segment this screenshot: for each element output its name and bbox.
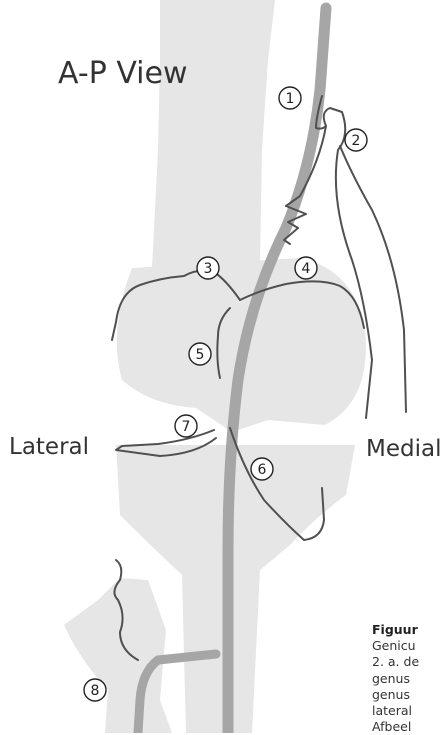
caption-line: genus bbox=[372, 671, 448, 687]
svg-text:1: 1 bbox=[286, 91, 295, 107]
marker-6: 6 bbox=[251, 458, 273, 480]
marker-4: 4 bbox=[295, 257, 317, 279]
svg-text:3: 3 bbox=[204, 261, 213, 277]
svg-text:8: 8 bbox=[91, 683, 100, 699]
femur-shaft bbox=[152, 0, 275, 268]
svg-text:6: 6 bbox=[258, 462, 267, 478]
svg-text:2: 2 bbox=[352, 133, 361, 149]
svg-text:5: 5 bbox=[196, 347, 205, 363]
svg-text:4: 4 bbox=[302, 261, 311, 277]
marker-3: 3 bbox=[197, 257, 219, 279]
marker-2: 2 bbox=[345, 129, 367, 151]
caption-line: lateral bbox=[372, 703, 448, 719]
lateral-label: Lateral bbox=[9, 434, 89, 460]
svg-text:7: 7 bbox=[182, 419, 191, 435]
medial-label: Medial bbox=[366, 436, 441, 462]
caption-line: 2. a. de bbox=[372, 654, 448, 670]
marker-1: 1 bbox=[279, 87, 301, 109]
caption-line: Genicu bbox=[372, 638, 448, 654]
figure-caption: Figuur Genicu 2. a. de genus genus later… bbox=[372, 622, 448, 735]
marker-5: 5 bbox=[189, 343, 211, 365]
caption-line: genus bbox=[372, 687, 448, 703]
figure-title: A-P View bbox=[58, 56, 188, 91]
caption-title: Figuur bbox=[372, 622, 448, 638]
marker-8: 8 bbox=[84, 679, 106, 701]
marker-7: 7 bbox=[175, 415, 197, 437]
